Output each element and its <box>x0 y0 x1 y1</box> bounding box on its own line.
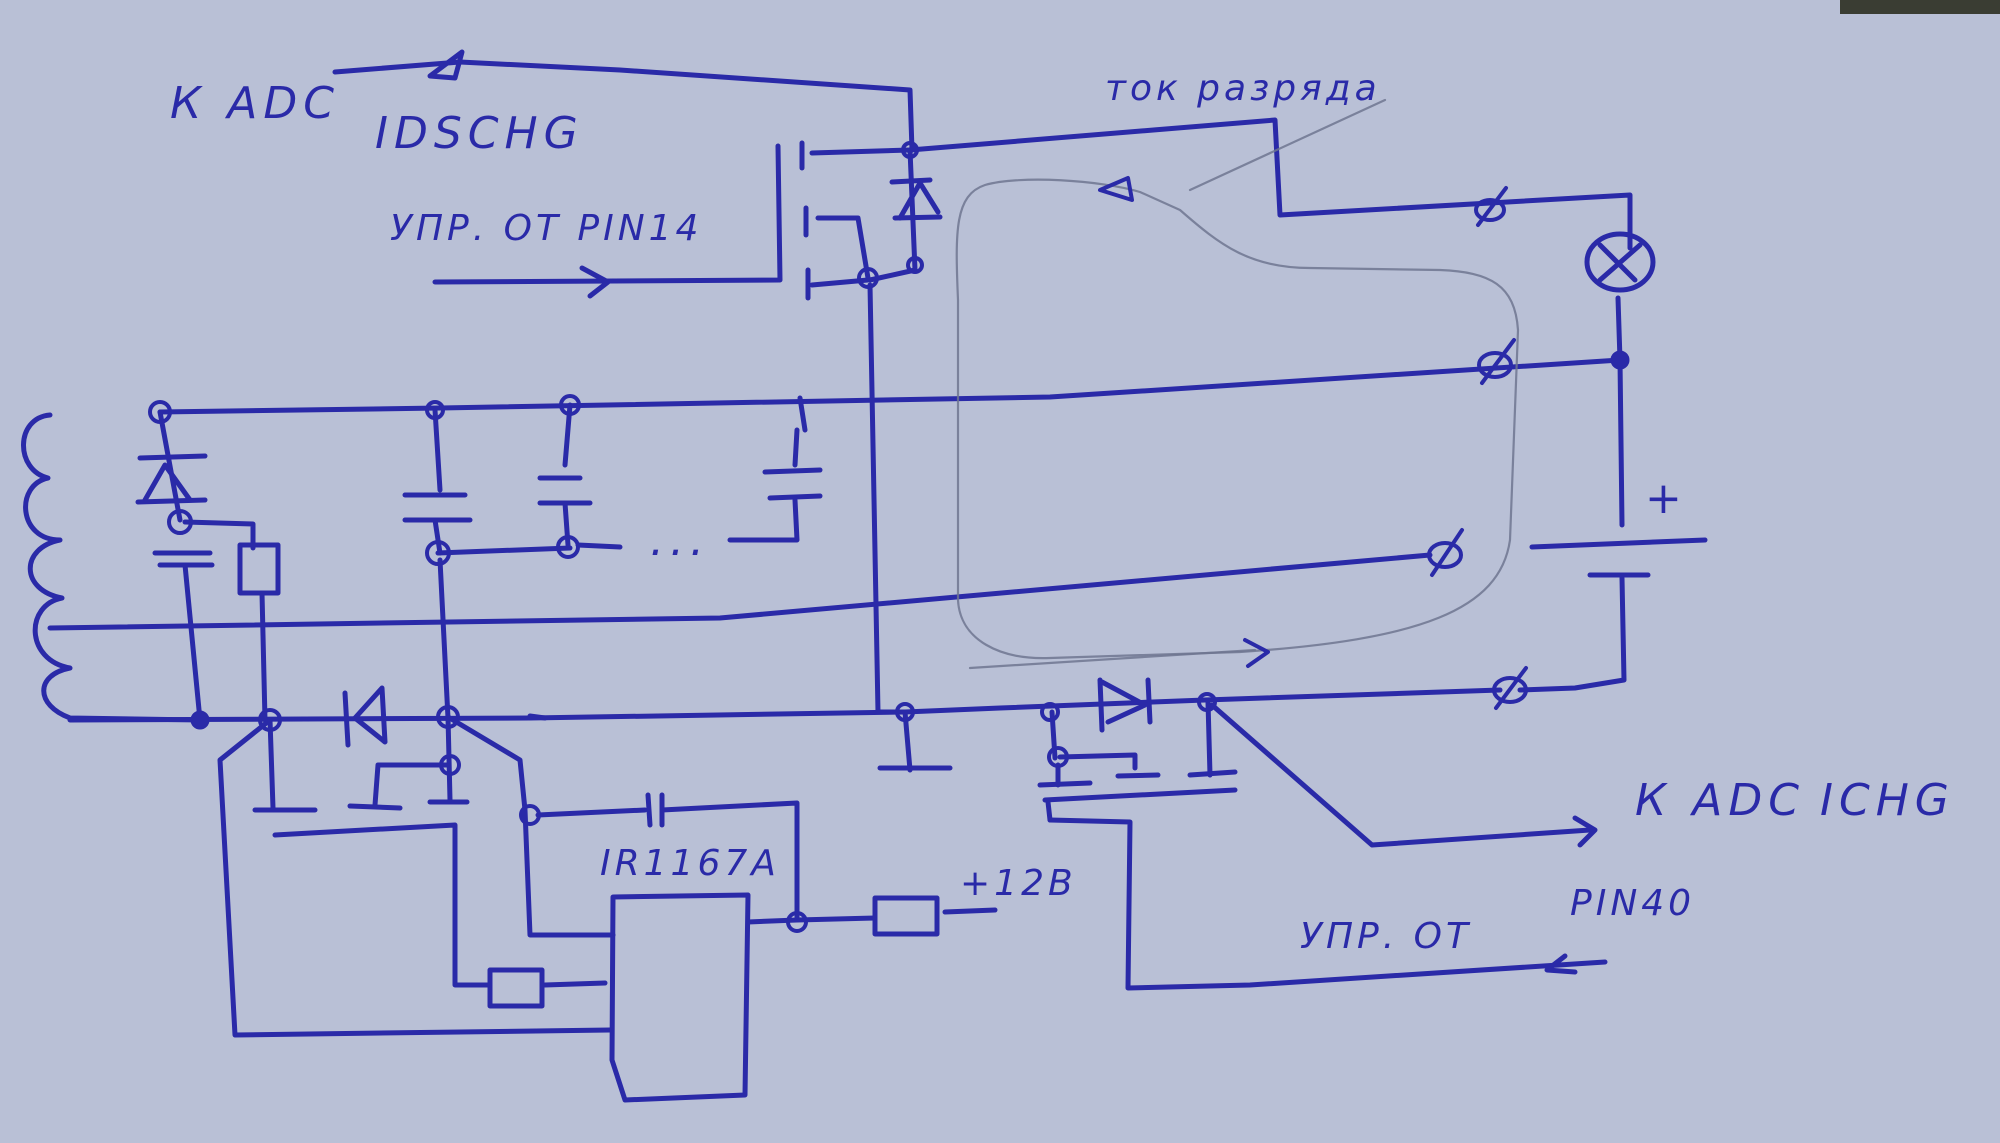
label-adc-charge: К ADC <box>1635 775 1805 826</box>
junction-dot <box>906 256 924 274</box>
arrow-left-icon <box>1544 953 1578 975</box>
cap-bank-return-wire <box>437 557 451 721</box>
label-adc-discharge-signal: IDSCHG <box>375 108 584 159</box>
ic-sense-wire <box>217 717 613 1038</box>
drain-to-lamp-wire <box>907 117 1633 251</box>
transformer-winding <box>21 412 203 723</box>
junction-dot <box>786 911 808 933</box>
lamp-load <box>1584 231 1656 293</box>
battery <box>1517 537 1708 693</box>
gate-resistor-wire <box>542 980 608 988</box>
bootstrap-capacitor <box>519 792 800 923</box>
ic-supply-wire <box>745 915 878 925</box>
lamp-to-rail-wire <box>1615 295 1623 363</box>
background-edge <box>1840 0 2000 14</box>
pin40-control-wire <box>1047 817 1608 991</box>
label-discharge-current: ток разряда <box>1105 68 1381 109</box>
charge-mosfet <box>1037 702 1238 823</box>
positive-rail <box>157 357 1623 415</box>
charge-diode <box>1097 677 1153 733</box>
supply-resistor <box>872 895 940 937</box>
label-adc-charge-signal: ICHG <box>1820 775 1955 826</box>
bottom-rail-joint <box>527 713 548 721</box>
supply-wire <box>942 907 998 915</box>
battery-plus-sign: + <box>1645 473 1688 524</box>
discharge-current-path <box>955 98 1520 670</box>
rail-to-battery-wire <box>1617 357 1625 528</box>
pin14-control-wire <box>432 143 783 299</box>
discharge-mosfet <box>799 140 943 301</box>
label-control-pin40: УПР. ОТ <box>1300 916 1472 957</box>
arrow-left-icon <box>1098 176 1134 202</box>
terminal-connector[interactable] <box>1474 186 1508 227</box>
label-pin40: PIN40 <box>1570 883 1695 924</box>
adc-charge-wire <box>1209 702 1593 848</box>
arrow-left-icon <box>427 49 465 81</box>
arrow-right-icon <box>579 265 611 299</box>
charge-source-plate <box>1187 769 1238 778</box>
gate-resistor <box>487 967 545 1009</box>
snubber-resistor <box>237 542 281 596</box>
arrow-right-icon <box>1243 638 1270 668</box>
label-supply: +12В <box>960 863 1077 904</box>
charge-source-wire <box>1205 699 1213 778</box>
capacitor-ellipsis: ... <box>650 515 710 566</box>
sync-rectifier-mosfet <box>252 714 493 988</box>
sync-rectifier-controller <box>609 892 751 1103</box>
negative-return-wire <box>47 552 1433 631</box>
label-ic-name: IR1167A <box>600 843 780 884</box>
adc-discharge-wire <box>332 49 915 153</box>
label-adc-discharge: К ADC <box>170 78 340 129</box>
label-control-pin14: УПР. ОТ PIN14 <box>390 208 702 249</box>
rectifier-diode <box>342 685 388 748</box>
snubber-network <box>135 409 281 723</box>
arrow-right-icon <box>1572 815 1598 848</box>
